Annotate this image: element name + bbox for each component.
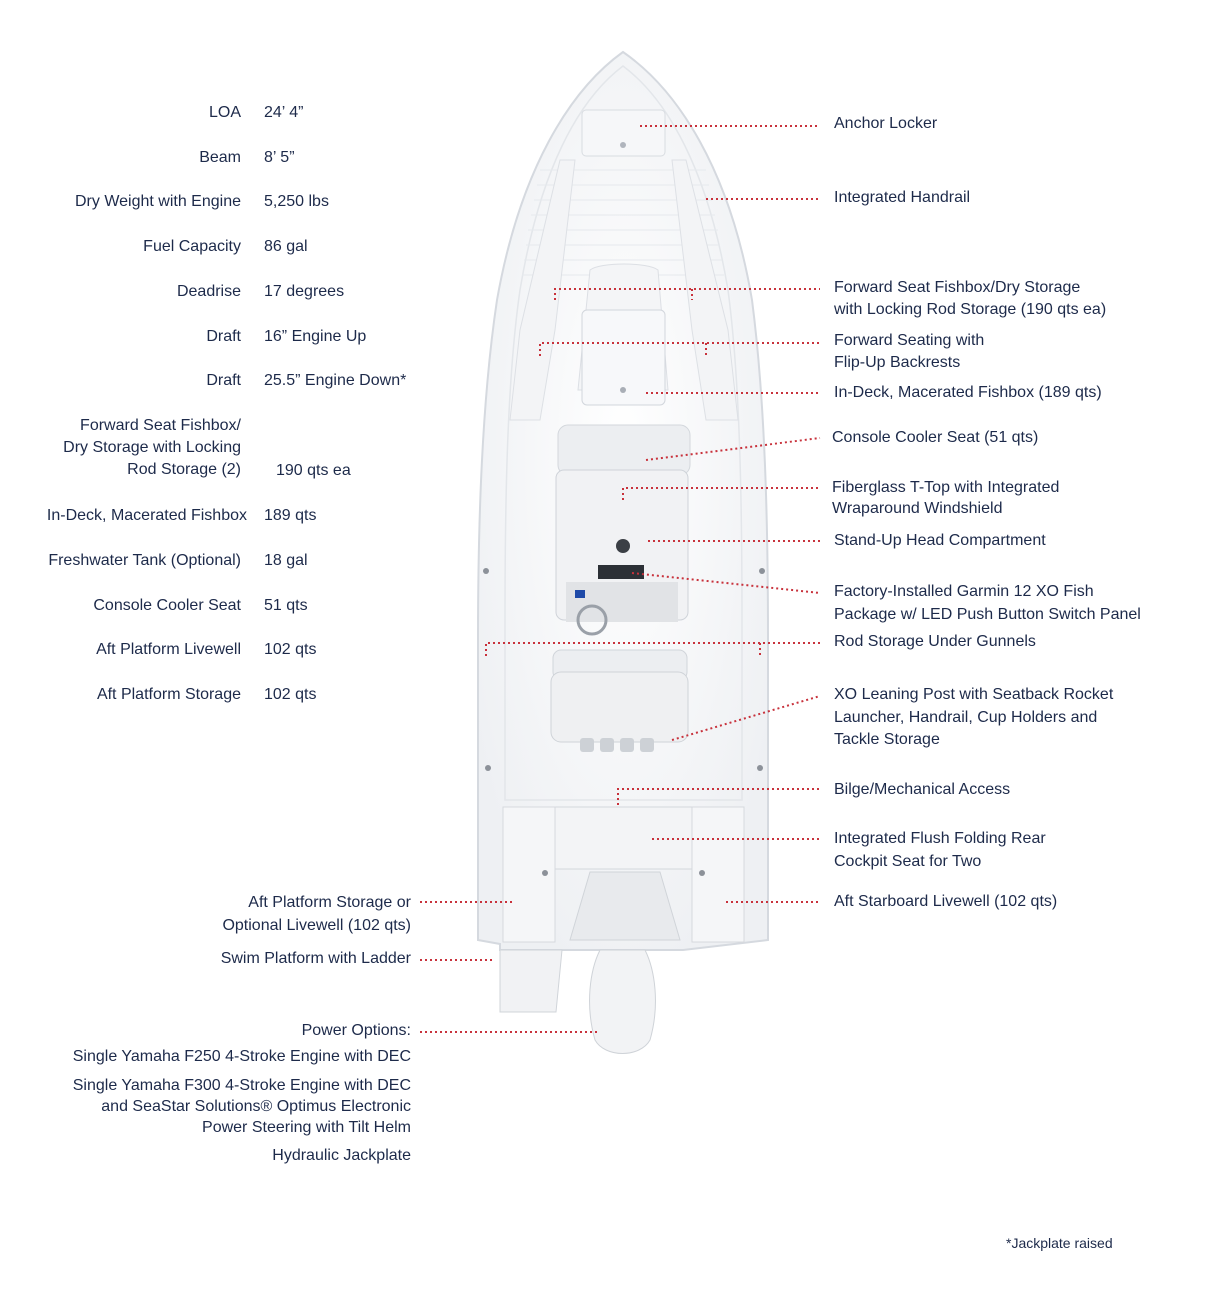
spec-value: 8’ 5”: [264, 149, 295, 166]
forward-seating: [509, 159, 576, 421]
callout-anchor-locker: Anchor Locker: [834, 115, 938, 132]
power-option: Single Yamaha F300 4-Stroke Engine with …: [72, 1077, 411, 1136]
anchor-locker: [581, 109, 666, 157]
callout-bilge-access: Bilge/Mechanical Access: [834, 781, 1011, 798]
console-cooler-seat: [557, 424, 691, 476]
spec-label: In-Deck, Macerated Fishbox: [46, 507, 247, 524]
spec-value: 17 degrees: [264, 283, 345, 300]
callout-garmin: Factory-Installed Garmin 12 XO Fish Pack…: [834, 583, 1141, 623]
spec-label: Aft Platform Livewell: [96, 641, 241, 658]
power-options-heading: Power Options:: [301, 1022, 411, 1039]
callout-t-top: Fiberglass T-Top with Integrated Wraparo…: [832, 479, 1060, 517]
spec-value: 102 qts: [264, 641, 317, 658]
callout-aft-platform-storage: Aft Platform Storage or Optional Livewel…: [222, 894, 411, 934]
garmin-display: [598, 565, 644, 579]
callout-console-cooler-seat: Console Cooler Seat (51 qts): [832, 429, 1039, 446]
spec-value: 190 qts ea: [276, 462, 351, 479]
spec-label: LOA: [208, 104, 241, 121]
leader-lines: [420, 125, 821, 1033]
callout-rear-cockpit-seat: Integrated Flush Folding Rear Cockpit Se…: [834, 830, 1046, 870]
outboard-engine: [589, 949, 656, 1054]
spec-label: Forward Seat Fishbox/ Dry Storage with L…: [63, 417, 241, 478]
callout-in-deck-fishbox: In-Deck, Macerated Fishbox (189 qts): [834, 384, 1102, 401]
spec-label: Draft: [206, 372, 241, 389]
callout-rod-storage: Rod Storage Under Gunnels: [834, 633, 1036, 650]
spec-label: Draft: [206, 328, 241, 345]
spec-label: Freshwater Tank (Optional): [48, 552, 241, 569]
inner-gunnel: [504, 65, 743, 801]
spec-value: 16” Engine Up: [264, 328, 367, 345]
spec-value: 5,250 lbs: [264, 193, 329, 210]
callout-swim-platform: Swim Platform with Ladder: [220, 950, 411, 967]
head-hatch: [616, 539, 630, 553]
footnote: *Jackplate raised: [1006, 1235, 1113, 1251]
spec-value: 25.5” Engine Down*: [264, 372, 407, 389]
rear-cockpit-seat: [554, 806, 693, 870]
spec-value: 18 gal: [264, 552, 308, 569]
engine-well: [569, 871, 681, 941]
spec-value: 189 qts: [264, 507, 317, 524]
spec-label: Fuel Capacity: [143, 238, 241, 255]
swim-platform: [499, 949, 563, 1013]
spec-label: Beam: [199, 149, 241, 166]
callout-integrated-handrail: Integrated Handrail: [834, 189, 971, 206]
spec-value: 51 qts: [264, 597, 308, 614]
spec-value: 102 qts: [264, 686, 317, 703]
callout-head-compartment: Stand-Up Head Compartment: [834, 532, 1046, 549]
callout-forward-seat-fishbox: Forward Seat Fishbox/Dry Storage with Lo…: [834, 279, 1107, 318]
power-option: Single Yamaha F250 4-Stroke Engine with …: [72, 1048, 411, 1065]
spec-label: Dry Weight with Engine: [75, 193, 241, 210]
spec-label: Console Cooler Seat: [93, 597, 241, 614]
in-deck-fishbox: [581, 309, 666, 406]
callout-aft-starboard-livewell: Aft Starboard Livewell (102 qts): [834, 893, 1058, 910]
spec-value: 86 gal: [264, 238, 308, 255]
spec-label: Deadrise: [176, 283, 241, 300]
callout-forward-seating: Forward Seating with Flip-Up Backrests: [834, 332, 985, 371]
callout-leaning-post: XO Leaning Post with Seatback Rocket Lau…: [834, 686, 1114, 748]
power-option: Hydraulic Jackplate: [272, 1147, 411, 1164]
spec-label: Aft Platform Storage: [96, 686, 241, 703]
spec-value: 24’ 4”: [264, 104, 304, 121]
